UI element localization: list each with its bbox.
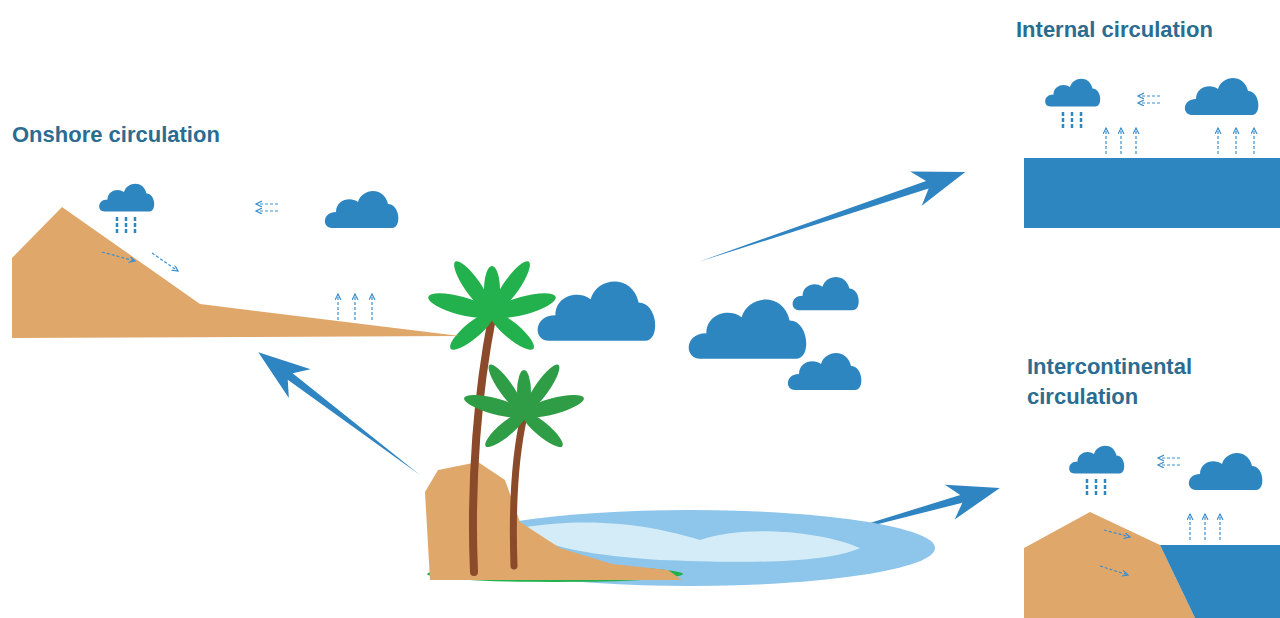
island-scene-part: [426, 257, 558, 355]
intercontinental-illustration-part: [1160, 545, 1280, 618]
island-scene-part-part: [788, 353, 861, 390]
onshore-illustration-part-part: [337, 294, 338, 320]
island-scene-part-part: [518, 407, 567, 451]
onshore-illustration-part-part: [256, 203, 278, 204]
intercontinental-illustration: [1024, 446, 1280, 618]
intercontinental-illustration-part-part: [1104, 479, 1107, 496]
internal-illustration-part-part: [1080, 112, 1083, 128]
internal-illustration-part-part: [1105, 128, 1106, 154]
onshore-illustration-part-part: [102, 252, 135, 261]
intercontinental-illustration-part-part: [1189, 514, 1190, 540]
flow-arrows-part: [692, 155, 971, 279]
panel-heading: Onshore circulation: [12, 120, 312, 150]
intercontinental-illustration-part: [1069, 446, 1262, 490]
intercontinental-illustration-part-part: [1158, 457, 1180, 458]
onshore-illustration-part-part: [152, 253, 178, 271]
intercontinental-illustration-part-part: [1069, 446, 1124, 474]
onshore-illustration-part-part: [256, 210, 278, 211]
internal-illustration-part: [1024, 158, 1280, 228]
panel-heading: Intercontinental circulation: [1027, 352, 1257, 412]
internal-illustration-part-part: [1120, 128, 1121, 154]
intercontinental-illustration-part-part: [1104, 530, 1130, 537]
intercontinental-illustration-part: [1087, 479, 1105, 496]
island-scene-part-part: [484, 361, 528, 415]
onshore-illustration-part-part: [354, 294, 355, 320]
island-scene: [425, 257, 935, 586]
island-scene-part-part: [793, 277, 859, 310]
flow-arrows-part: [247, 338, 430, 489]
onshore-illustration-part-part: [99, 184, 154, 212]
panel-heading: Internal circulation: [1016, 15, 1276, 45]
internal-illustration-part-part: [1138, 95, 1160, 96]
island-scene-part-part: [485, 307, 538, 355]
internal-illustration-part-part: [1071, 112, 1074, 128]
onshore-illustration-part-part: [134, 217, 137, 234]
onshore-illustration-part: [102, 204, 372, 320]
onshore-illustration: [12, 184, 460, 338]
island-scene-part-part: [488, 257, 536, 315]
island-scene-part: [462, 361, 586, 452]
intercontinental-illustration-part-part: [1219, 514, 1220, 540]
onshore-illustration-part: [99, 184, 398, 228]
intercontinental-illustration-part-part: [1189, 453, 1262, 490]
internal-illustration-part-part: [1045, 79, 1100, 107]
internal-illustration-part: [1063, 112, 1081, 128]
intercontinental-illustration-part: [1024, 512, 1195, 618]
internal-illustration: [1024, 78, 1280, 228]
onshore-illustration-part-part: [371, 294, 372, 320]
onshore-illustration-part-part: [125, 217, 128, 234]
internal-illustration-part-part: [1185, 78, 1258, 115]
island-scene-part-part: [538, 282, 656, 341]
internal-illustration-part: [1045, 78, 1258, 115]
intercontinental-illustration-part: [1100, 458, 1220, 575]
island-scene-part: [513, 416, 524, 566]
internal-illustration-part: [1106, 96, 1254, 154]
internal-illustration-part-part: [1062, 112, 1065, 128]
intercontinental-illustration-part-part: [1095, 479, 1098, 496]
island-scene-part-part: [689, 300, 807, 359]
island-scene-part: [538, 277, 862, 390]
onshore-illustration-part-part: [325, 191, 398, 228]
internal-illustration-part-part: [1235, 128, 1236, 154]
island-scene-part-part: [449, 257, 497, 315]
intercontinental-illustration-part-part: [1158, 464, 1180, 465]
onshore-illustration-part: [117, 217, 135, 234]
internal-illustration-part-part: [1253, 128, 1254, 154]
flow-arrows: [247, 155, 1004, 557]
island-scene-part-part: [521, 361, 565, 415]
internal-illustration-part-part: [1217, 128, 1218, 154]
island-scene-part: [425, 462, 682, 580]
intercontinental-illustration-part-part: [1086, 479, 1089, 496]
internal-illustration-part-part: [1135, 128, 1136, 154]
internal-illustration-part-part: [1138, 102, 1160, 103]
onshore-illustration-part-part: [116, 217, 119, 234]
intercontinental-illustration-part-part: [1204, 514, 1205, 540]
intercontinental-illustration-part-part: [1100, 566, 1128, 575]
